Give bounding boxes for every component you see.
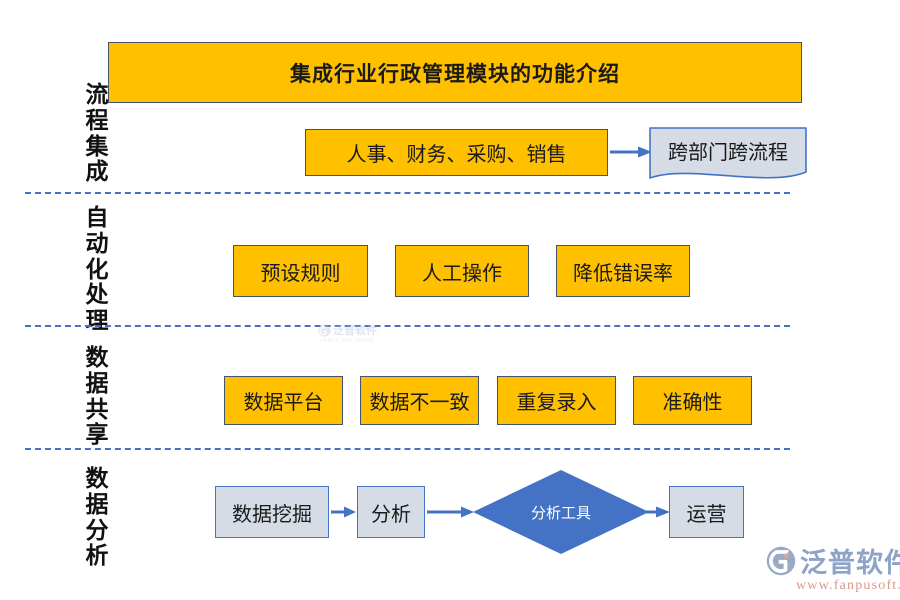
row1-arrow-1: [610, 145, 652, 159]
diagram-title-text: 集成行业行政管理模块的功能介绍: [290, 61, 620, 86]
row4-arrow-2: [427, 505, 474, 519]
row4-node-analysis-label: 分析: [371, 503, 411, 526]
row3-node-data-inconsistent-label: 数据不一致: [369, 392, 470, 414]
row3-node-accuracy-label: 准确性: [662, 392, 723, 414]
row-label-data-sharing: 数据共享: [85, 345, 109, 448]
row3-node-duplicate-entry: 重复录入: [497, 376, 616, 425]
row4-node-analysis-tool-label: 分析工具: [530, 505, 591, 522]
divider-2: [25, 325, 790, 327]
brand-logo-url: www.fanpusoft.com: [796, 578, 900, 593]
watermark-center-sub: FANPU SOFTWARE: [320, 338, 375, 344]
row2-node-manual-ops-label: 人工操作: [422, 262, 502, 285]
diagram-title-box: 集成行业行政管理模块的功能介绍: [108, 42, 802, 103]
row3-node-data-platform-label: 数据平台: [243, 392, 324, 414]
row1-node-departments: 人事、财务、采购、销售: [305, 129, 608, 176]
row2-node-reduce-errors-label: 降低错误率: [573, 262, 673, 285]
row4-node-data-mining: 数据挖掘: [215, 486, 329, 538]
row-label-process-integration: 流程集成: [85, 82, 109, 185]
brand-logo: 泛普软件 www.fanpusoft.com: [766, 541, 900, 594]
brand-logo-icon: [766, 546, 796, 575]
row3-node-data-platform: 数据平台: [224, 376, 343, 425]
row4-arrow-3: [636, 505, 670, 519]
brand-logo-name: 泛普软件: [800, 548, 900, 578]
row1-node-departments-label: 人事、财务、采购、销售: [346, 144, 567, 166]
row1-node-crossdept-label: 跨部门跨流程: [668, 141, 788, 164]
row3-node-accuracy: 准确性: [633, 376, 752, 425]
row2-node-preset-rules-label: 预设规则: [260, 262, 341, 285]
row3-node-data-inconsistent: 数据不一致: [360, 376, 479, 425]
row4-node-operations-label: 运营: [686, 503, 727, 526]
row4-node-analysis: 分析: [357, 486, 425, 538]
row-label-automation: 自动化处理: [85, 205, 109, 333]
watermark-logo-icon: [318, 323, 331, 337]
divider-1: [25, 192, 790, 194]
row4-arrow-1: [331, 505, 356, 519]
row4-node-operations: 运营: [669, 486, 744, 538]
row2-node-reduce-errors: 降低错误率: [556, 245, 690, 297]
watermark-center-name: 泛普软件: [333, 325, 377, 337]
row4-node-data-mining-label: 数据挖掘: [232, 503, 312, 526]
row4-node-analysis-tool: 分析工具: [471, 468, 651, 556]
row2-node-preset-rules: 预设规则: [233, 245, 368, 297]
row2-node-manual-ops: 人工操作: [395, 245, 529, 297]
divider-3: [25, 448, 790, 450]
row3-node-duplicate-entry-label: 重复录入: [516, 392, 597, 414]
row1-node-crossdept: 跨部门跨流程: [648, 126, 808, 186]
watermark-center: 泛普软件 FANPU SOFTWARE: [318, 322, 377, 344]
row-label-data-analysis: 数据分析: [85, 466, 109, 569]
